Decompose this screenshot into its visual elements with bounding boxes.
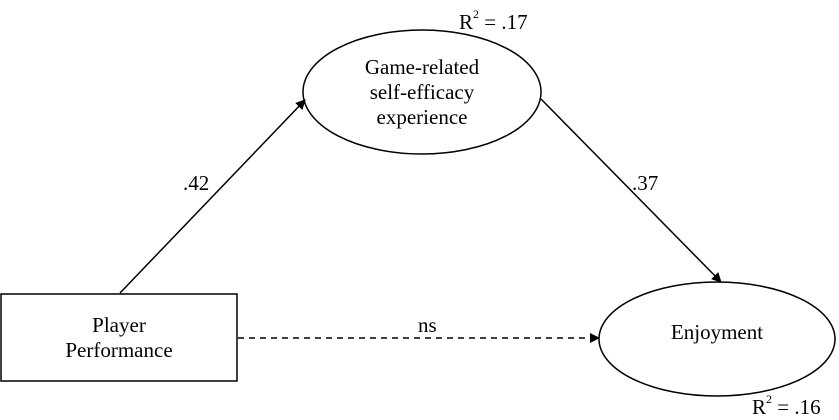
player-performance-box [0,293,238,382]
r-symbol: R [459,10,474,34]
arrow-efficacy-to-enjoyment [540,98,722,283]
coef-player-enjoyment: ns [418,313,437,337]
enjoyment-label: Enjoyment [599,320,835,345]
r-exponent: 2 [766,392,773,406]
r-symbol: R [752,395,767,419]
efficacy-line-1: Game-related [364,55,480,79]
coef-efficacy-enjoyment: .37 [632,171,659,195]
arrow-player-to-efficacy [119,99,306,294]
player-line-1: Player [92,313,146,337]
self-efficacy-ellipse [302,29,542,155]
player-line-2: Performance [65,338,173,362]
coef-player-efficacy: .42 [183,171,210,195]
r-exponent: 2 [473,7,480,21]
r-value: = .16 [772,395,821,419]
r-squared-efficacy: R2 = .17 [459,5,528,35]
enjoyment-line-1: Enjoyment [670,320,764,344]
efficacy-line-3: experience [376,105,468,129]
r-squared-enjoyment: R2 = .16 [752,390,821,420]
efficacy-line-2: self-efficacy [369,80,475,104]
player-performance-label: Player Performance [1,313,237,363]
self-efficacy-label: Game-related self-efficacy experience [303,55,541,130]
r-value: = .17 [479,10,528,34]
